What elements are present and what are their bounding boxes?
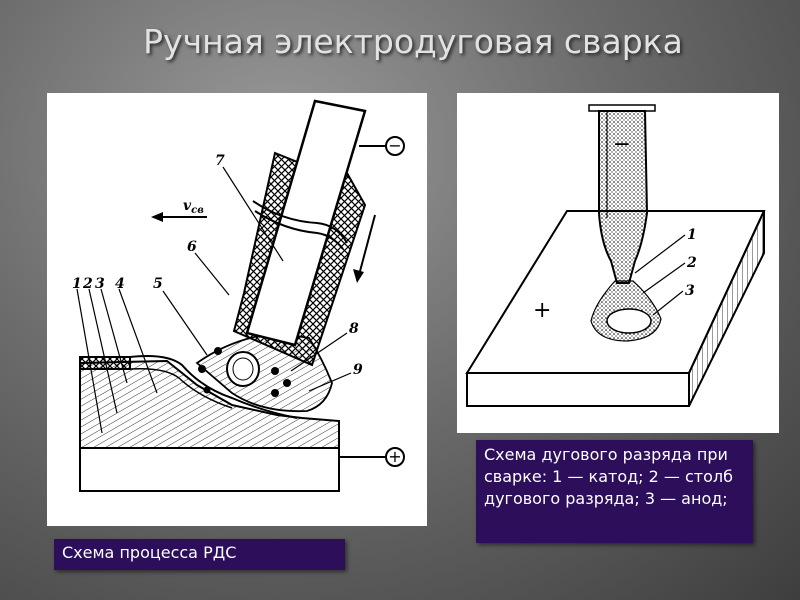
label-6: 6 xyxy=(187,239,197,255)
label-3: 3 xyxy=(685,283,695,299)
welding-process-diagram: − + vсв xyxy=(47,93,427,526)
diagram-labels: 1 2 3 4 5 6 7 8 9 xyxy=(72,153,363,378)
positive-terminal: + xyxy=(339,447,405,467)
label-4: 4 xyxy=(115,276,125,292)
label-2: 2 xyxy=(686,255,697,271)
leader-lines xyxy=(634,234,686,316)
speed-subscript: св xyxy=(191,205,204,216)
minus-sign: − xyxy=(613,132,631,157)
label-2: 2 xyxy=(82,276,93,292)
label-9: 9 xyxy=(353,362,363,378)
feed-direction-arrow xyxy=(353,214,376,283)
slide-title: Ручная электродуговая сварка xyxy=(143,22,683,61)
leader-lines xyxy=(76,166,352,434)
label-3: 3 xyxy=(95,276,105,292)
arc-discharge-diagram: + − 1 2 3 xyxy=(457,93,779,433)
label-7: 7 xyxy=(215,153,225,169)
negative-terminal: − xyxy=(359,136,405,156)
left-figure-caption: Схема процесса РДС xyxy=(54,539,345,570)
arc-column xyxy=(590,280,662,342)
welding-speed-arrow: vсв xyxy=(151,198,207,222)
cathode-electrode: − xyxy=(588,104,656,284)
label-8: 8 xyxy=(349,321,359,337)
label-1: 1 xyxy=(72,276,82,292)
plus-sign: + xyxy=(533,298,551,323)
plus-sign: + xyxy=(388,447,401,466)
label-1: 1 xyxy=(687,227,697,243)
label-5: 5 xyxy=(153,276,163,292)
arc-labels: 1 2 3 xyxy=(685,227,697,299)
svg-text:vсв: vсв xyxy=(183,198,204,216)
speed-label: v xyxy=(183,198,192,214)
electrode xyxy=(232,99,367,367)
right-figure-caption: Схема дугового разряда при сварке: 1 — к… xyxy=(476,440,753,543)
minus-sign: − xyxy=(388,136,401,155)
base-metal xyxy=(79,359,340,492)
